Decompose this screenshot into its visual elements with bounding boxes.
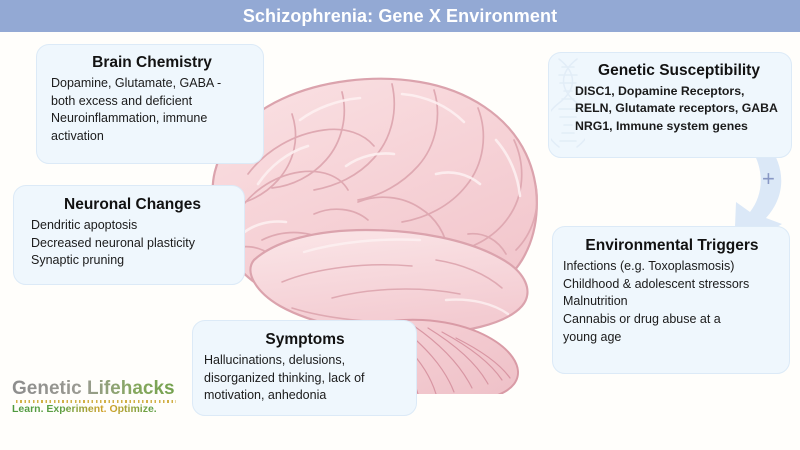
card-environmental-triggers[interactable]: Environmental Triggers Infections (e.g. … [552, 226, 790, 374]
card-line: Decreased neuronal plasticity [31, 235, 195, 250]
card-line: Hallucinations, delusions, [204, 352, 346, 367]
card-symptoms[interactable]: Symptoms Hallucinations, delusions, diso… [192, 320, 417, 416]
dna-helix-icon [551, 57, 585, 157]
card-line: Cannabis or drug abuse at a [563, 312, 721, 327]
card-environmental-triggers-title: Environmental Triggers [585, 237, 759, 254]
card-line: both excess and deficient [51, 93, 193, 108]
card-line: Childhood & adolescent stressors [563, 276, 750, 291]
card-line: Dendritic apoptosis [31, 217, 138, 232]
card-genetic-susceptibility[interactable]: Genetic Susceptibility DISC1, Dopamine R… [548, 52, 792, 158]
card-line: DISC1, Dopamine Receptors, [575, 83, 745, 98]
card-neuronal-changes[interactable]: Neuronal Changes Dendritic apoptosis Dec… [13, 185, 245, 285]
logo-divider [16, 399, 176, 403]
card-line: Dopamine, Glutamate, GABA - [51, 75, 222, 90]
plus-icon: + [762, 166, 775, 191]
brand-logo: Genetic Lifehacks Learn. Experiment. Opt… [12, 379, 184, 419]
card-brain-chemistry[interactable]: Brain Chemistry Dopamine, Glutamate, GAB… [36, 44, 264, 164]
card-genetic-susceptibility-body: DISC1, Dopamine Receptors, RELN, Glutama… [575, 83, 783, 135]
page-title: Schizophrenia: Gene X Environment [242, 5, 558, 26]
card-symptoms-body: Hallucinations, delusions, disorganized … [204, 352, 406, 405]
card-line: Infections (e.g. Toxoplasmosis) [563, 258, 735, 273]
card-neuronal-changes-body: Dendritic apoptosis Decreased neuronal p… [31, 217, 234, 270]
card-neuronal-changes-title: Neuronal Changes [64, 196, 201, 213]
card-brain-chemistry-title: Brain Chemistry [92, 54, 212, 71]
card-line: young age [563, 329, 622, 344]
card-genetic-susceptibility-title: Genetic Susceptibility [598, 62, 760, 79]
brand-tagline: Learn. Experiment. Optimize. [12, 403, 184, 416]
card-line: Synaptic pruning [31, 253, 125, 268]
card-line: disorganized thinking, lack of [204, 370, 365, 385]
header-bar: Schizophrenia: Gene X Environment [0, 0, 800, 32]
card-line: NRG1, Immune system genes [575, 118, 748, 133]
card-line: activation [51, 129, 104, 144]
card-line: Malnutrition [563, 294, 628, 309]
card-brain-chemistry-body: Dopamine, Glutamate, GABA - both excess … [51, 75, 253, 146]
card-environmental-triggers-body: Infections (e.g. Toxoplasmosis) Childhoo… [563, 258, 781, 347]
card-line: Neuroinflammation, immune [51, 111, 208, 126]
card-line: RELN, Glutamate receptors, GABA [575, 101, 778, 116]
card-symptoms-title: Symptoms [265, 331, 345, 348]
card-line: motivation, anhedonia [204, 388, 327, 403]
brand-name: Genetic Lifehacks [12, 379, 184, 399]
